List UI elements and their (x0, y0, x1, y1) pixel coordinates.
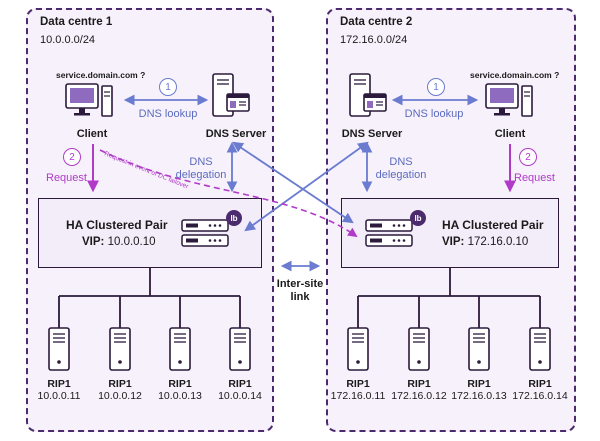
step-2-badge: 2 (63, 148, 81, 166)
rip-ip: 10.0.0.11 (37, 390, 81, 402)
dns-delegation-line-1: DNS (389, 156, 413, 168)
client-1-label: Client (76, 128, 108, 140)
cross-delegation-arrow-1 (232, 141, 354, 224)
vip-value: 172.16.0.10 (467, 236, 529, 248)
rip-name: RIP1 (47, 378, 71, 390)
load-balancer-2-icon (365, 209, 427, 247)
server-tree-2 (357, 268, 541, 328)
dns-server-1-icon (212, 73, 250, 117)
query-label-1: service.domain.com ? (56, 70, 146, 80)
step-1-badge: 1 (159, 78, 177, 96)
rip-ip: 10.0.0.12 (98, 390, 142, 402)
rip-ip: 10.0.0.14 (218, 390, 262, 402)
datacentre-1-title: Data centre 1 (40, 16, 113, 28)
query-label-2: service.domain.com ? (470, 70, 560, 80)
rip-ip: 172.16.0.11 (330, 390, 386, 402)
ha-pair-2-vip: VIP: 172.16.0.10 (442, 236, 528, 248)
real-server-icon (48, 327, 70, 371)
dns-delegation-line-1: DNS (189, 156, 213, 168)
request-label-1: Request (46, 172, 87, 184)
load-balancer-1-icon (181, 209, 243, 247)
ha-pair-1-box (38, 198, 262, 268)
failover-arrow (99, 149, 358, 238)
dns-delegation-line-2: delegation (175, 169, 227, 181)
real-server-icon (169, 327, 191, 371)
client-1-icon (65, 83, 113, 117)
real-server-icon (109, 327, 131, 371)
ha-pair-2-box (341, 198, 559, 268)
dns-server-2-label: DNS Server (341, 128, 403, 140)
real-server-icon (347, 327, 369, 371)
rip-ip: 172.16.0.13 (451, 390, 507, 402)
dns-server-1-label: DNS Server (205, 128, 267, 140)
dns-lookup-label-2: DNS lookup (404, 108, 464, 120)
dns-server-2-icon (349, 73, 387, 117)
datacentre-2-title: Data centre 2 (340, 16, 413, 28)
client-2-icon (485, 83, 533, 117)
rip-name: RIP1 (467, 378, 491, 390)
dns-delegation-line-2: delegation (375, 169, 427, 181)
rip-ip: 172.16.0.12 (391, 390, 447, 402)
vip-value: 10.0.0.10 (107, 236, 156, 248)
rip-name: RIP1 (168, 378, 192, 390)
rip-name: RIP1 (108, 378, 132, 390)
inter-site-line-1: Inter-site (276, 278, 324, 290)
vip-label: VIP: (442, 236, 465, 248)
rip-name: RIP1 (528, 378, 552, 390)
dns-lookup-label-1: DNS lookup (138, 108, 198, 120)
inter-site-line-2: link (290, 291, 310, 303)
datacentre-2-network: 172.16.0.0/24 (340, 34, 408, 46)
ha-pair-2-title: HA Clustered Pair (442, 218, 544, 232)
server-tree-1 (58, 268, 241, 328)
real-server-icon (408, 327, 430, 371)
step-2-badge: 2 (519, 148, 537, 166)
rip-name: RIP1 (228, 378, 252, 390)
rip-name: RIP1 (346, 378, 370, 390)
datacentre-1-network: 10.0.0.0/24 (40, 34, 96, 46)
client-2-label: Client (494, 128, 526, 140)
request-label-2: Request (514, 172, 555, 184)
vip-label: VIP: (82, 236, 105, 248)
rip-ip: 172.16.0.14 (512, 390, 568, 402)
rip-name: RIP1 (407, 378, 431, 390)
ha-pair-1-vip: VIP: 10.0.0.10 (82, 236, 156, 248)
cross-delegation-arrow-2 (244, 141, 369, 232)
ha-pair-1-title: HA Clustered Pair (66, 218, 168, 232)
real-server-icon (468, 327, 490, 371)
real-server-icon (229, 327, 251, 371)
rip-ip: 10.0.0.13 (158, 390, 202, 402)
step-1-badge: 1 (427, 78, 445, 96)
real-server-icon (529, 327, 551, 371)
